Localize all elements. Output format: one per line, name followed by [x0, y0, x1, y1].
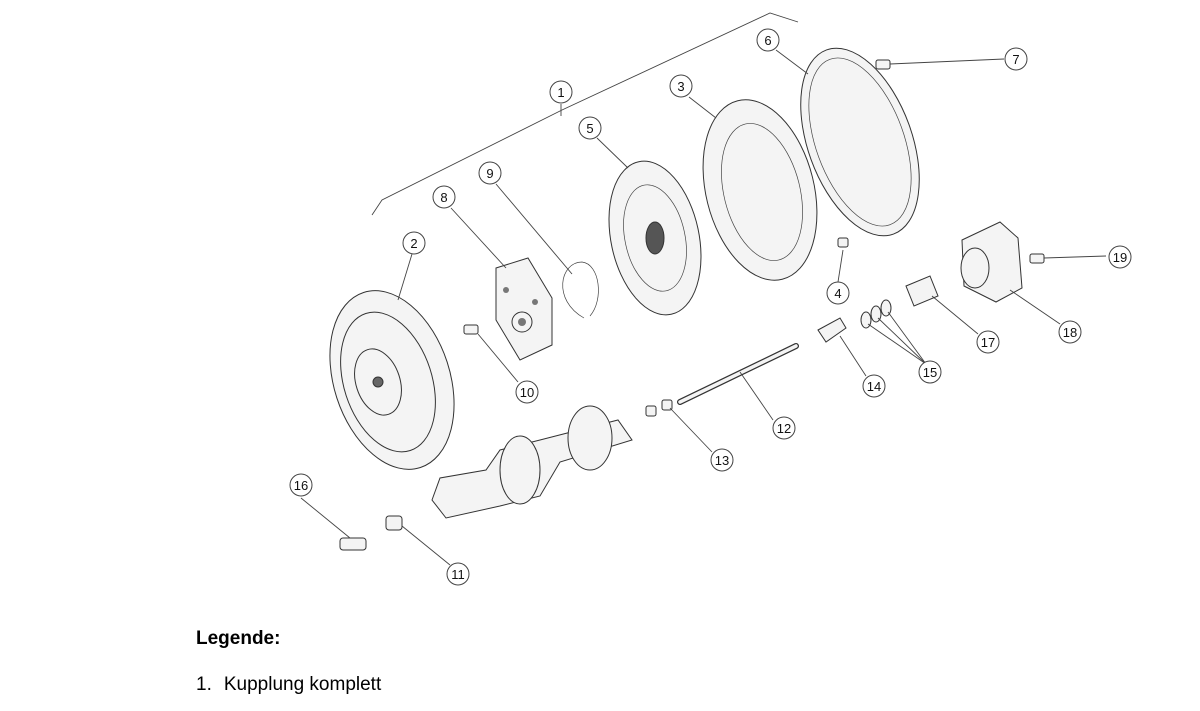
legend-list: 1. Kupplung komplett	[196, 674, 381, 696]
part-5-clutch-disc	[608, 160, 702, 316]
svg-text:18: 18	[1063, 325, 1077, 340]
part-18-bearing-housing	[960, 221, 1023, 303]
part-11-bush	[385, 515, 403, 531]
callout-2: 2	[402, 231, 426, 255]
svg-text:2: 2	[410, 236, 417, 251]
leader-lines	[300, 49, 1107, 566]
part-19-bolt	[1029, 253, 1045, 264]
svg-text:9: 9	[486, 166, 493, 181]
input-shaft	[431, 405, 633, 519]
callout-15: 15	[918, 360, 942, 384]
part-3-clutch-cover	[702, 99, 818, 281]
svg-text:10: 10	[520, 385, 534, 400]
exploded-clutch-diagram: 1 2 3 4 5 6 7 8 9 10 11 12 13 14 15 16 1…	[289, 12, 1132, 586]
callout-4: 4	[826, 281, 850, 305]
part-4-bolt	[837, 237, 849, 248]
part-13-bushes	[645, 399, 673, 417]
legend-item: 1. Kupplung komplett	[196, 674, 381, 696]
part-2-pressure-plate	[329, 290, 455, 470]
svg-text:14: 14	[867, 379, 881, 394]
legend-title: Legende:	[196, 628, 281, 649]
callout-11: 11	[446, 562, 470, 586]
callout-19: 19	[1108, 245, 1132, 269]
svg-text:13: 13	[715, 453, 729, 468]
svg-text:16: 16	[294, 478, 308, 493]
svg-text:5: 5	[586, 121, 593, 136]
svg-text:15: 15	[923, 365, 937, 380]
svg-text:17: 17	[981, 335, 995, 350]
callout-6: 6	[756, 28, 780, 52]
svg-text:12: 12	[777, 421, 791, 436]
legend-item-label: Kupplung komplett	[223, 674, 382, 695]
callout-3: 3	[669, 74, 693, 98]
callout-8: 8	[432, 185, 456, 209]
callout-17: 17	[976, 330, 1000, 354]
part-9-circlip	[562, 261, 599, 319]
part-15-rings	[860, 299, 892, 329]
callout-12: 12	[772, 416, 796, 440]
svg-text:1: 1	[557, 85, 564, 100]
callout-9: 9	[478, 161, 502, 185]
legend-item-number: 1.	[196, 674, 212, 695]
part-8-spring-plate	[495, 257, 553, 361]
part-17-sleeve	[905, 275, 939, 307]
part-7-bolt	[875, 59, 891, 70]
svg-text:11: 11	[451, 567, 465, 582]
callout-7: 7	[1004, 47, 1028, 71]
svg-text:4: 4	[834, 286, 841, 301]
svg-text:7: 7	[1012, 52, 1019, 67]
part-16-bolt	[339, 537, 367, 551]
svg-text:8: 8	[440, 190, 447, 205]
callout-5: 5	[578, 116, 602, 140]
assembly-bracket	[371, 12, 799, 216]
callout-13: 13	[710, 448, 734, 472]
svg-text:3: 3	[677, 79, 684, 94]
callout-16: 16	[289, 473, 313, 497]
svg-text:6: 6	[764, 33, 771, 48]
callout-1: 1	[549, 80, 573, 104]
callout-10: 10	[515, 380, 539, 404]
part-14-pin	[817, 317, 847, 343]
part-10-bolt	[463, 324, 479, 335]
callout-18: 18	[1058, 320, 1082, 344]
callout-14: 14	[862, 374, 886, 398]
svg-text:19: 19	[1113, 250, 1127, 265]
part-6-ring-gear	[800, 47, 920, 237]
